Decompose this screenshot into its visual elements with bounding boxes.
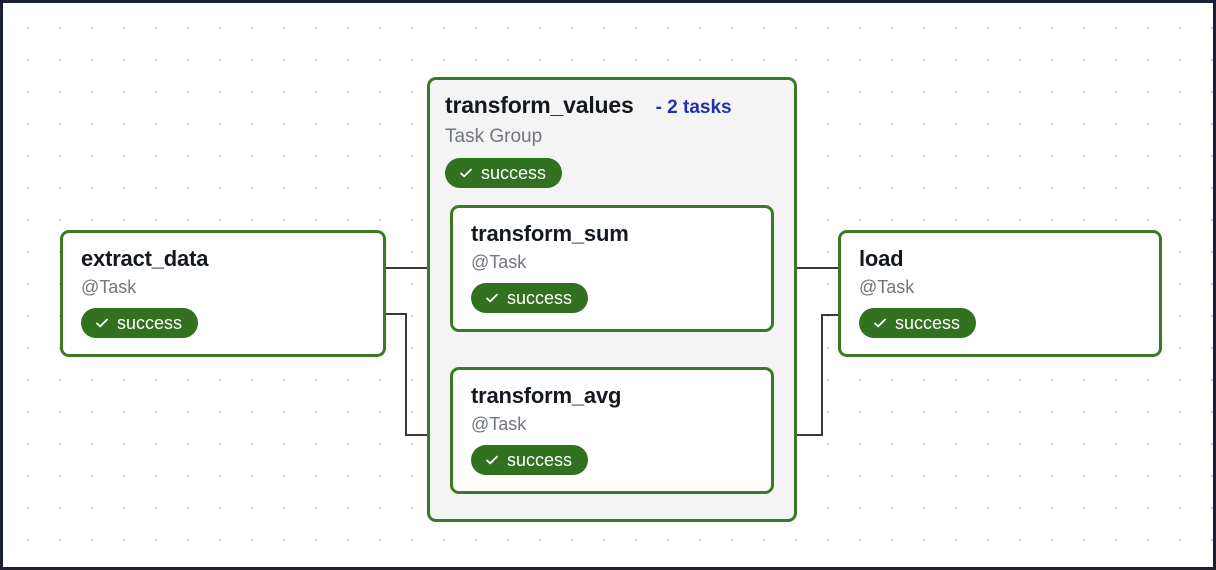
task-group-title-row: transform_values - 2 tasks — [445, 93, 782, 118]
task-node-transform-sum[interactable]: transform_sum @Task success — [450, 205, 774, 332]
task-node-title: extract_data — [81, 246, 209, 271]
task-node-type-label: @Task — [81, 277, 137, 298]
task-group-status-badge[interactable]: success — [445, 157, 563, 188]
task-node-status-label: success — [117, 313, 183, 334]
task-group-status-label: success — [481, 162, 547, 183]
check-icon — [874, 318, 886, 328]
check-icon — [96, 318, 108, 328]
task-node-status-badge[interactable]: success — [81, 308, 199, 339]
task-group-header: transform_values - 2 tasks Task Group su… — [445, 93, 782, 188]
task-node-status-badge[interactable]: success — [471, 445, 589, 476]
task-group-type-label: Task Group — [445, 125, 543, 147]
task-node-type-label: @Task — [471, 414, 527, 435]
task-node-type-label: @Task — [859, 277, 915, 298]
check-icon — [460, 168, 472, 178]
task-node-status-label: success — [895, 313, 961, 334]
task-node-status-label: success — [507, 288, 573, 309]
task-node-status-badge[interactable]: success — [859, 308, 977, 339]
task-node-status-label: success — [507, 450, 573, 471]
task-node-extract-data[interactable]: extract_data @Task success — [60, 230, 386, 357]
task-node-load[interactable]: load @Task success — [838, 230, 1162, 357]
check-icon — [486, 455, 498, 465]
check-icon — [486, 293, 498, 303]
task-node-title: transform_avg — [471, 383, 622, 408]
task-node-status-badge[interactable]: success — [471, 283, 589, 314]
task-node-title: transform_sum — [471, 221, 629, 246]
task-node-title: load — [859, 246, 904, 271]
task-node-transform-avg[interactable]: transform_avg @Task success — [450, 367, 774, 494]
task-node-type-label: @Task — [471, 252, 527, 273]
task-group-title: transform_values — [445, 92, 634, 118]
task-group-task-count-link[interactable]: - 2 tasks — [655, 97, 732, 118]
